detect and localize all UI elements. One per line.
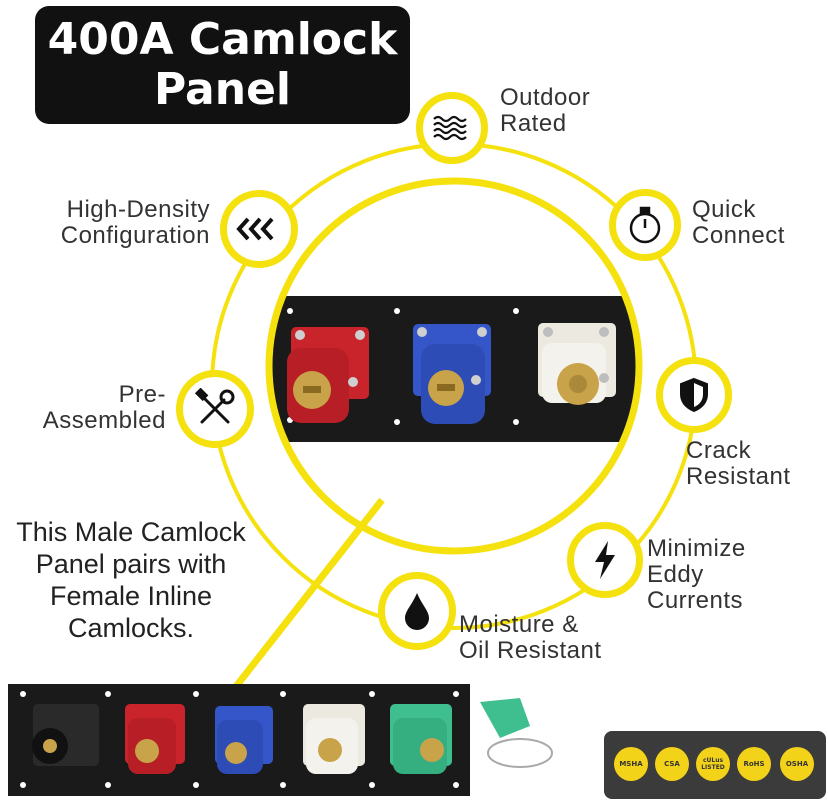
title-line-2: Panel xyxy=(153,64,291,115)
pointer-line xyxy=(213,497,385,715)
label-crack-resistant: Crack Resistant xyxy=(686,437,791,490)
chevrons-left-icon xyxy=(220,190,298,268)
certifications-box: MSHA CSA cULus LISTED RoHS OSHA xyxy=(604,731,826,799)
droplet-icon xyxy=(378,572,456,650)
ul-badge: cULus LISTED xyxy=(696,747,730,781)
osha-badge: OSHA xyxy=(780,747,814,781)
green-cap xyxy=(480,698,553,768)
magnifier-ring xyxy=(265,177,643,555)
blue-connector xyxy=(215,706,273,774)
white-connector xyxy=(303,704,365,774)
red-connector-zoom xyxy=(287,327,369,423)
label-high-density: High-Density Configuration xyxy=(60,196,210,249)
msha-badge: MSHA xyxy=(614,747,648,781)
zoomed-panel xyxy=(269,296,639,442)
blue-connector-zoom xyxy=(413,324,491,424)
full-panel-image xyxy=(8,684,553,796)
label-moisture-oil: Moisture & Oil Resistant xyxy=(459,611,602,664)
shield-icon xyxy=(656,357,732,433)
rohs-badge: RoHS xyxy=(737,747,771,781)
title-box: 400A Camlock Panel xyxy=(35,6,410,124)
black-connector xyxy=(32,704,99,766)
title-line-1: 400A Camlock xyxy=(47,14,398,65)
white-connector-zoom xyxy=(538,323,616,405)
waves-icon xyxy=(416,92,488,164)
lightning-icon xyxy=(567,522,643,598)
label-outdoor-rated: Outdoor Rated xyxy=(500,84,591,137)
label-pre-assembled: Pre- Assembled xyxy=(42,381,166,434)
label-minimize-eddy: Minimize Eddy Currents xyxy=(647,535,746,614)
red-connector xyxy=(125,704,185,774)
tools-icon xyxy=(176,370,254,448)
green-connector xyxy=(390,704,452,774)
csa-badge: CSA xyxy=(655,747,689,781)
label-quick-connect: Quick Connect xyxy=(692,196,785,249)
stopwatch-icon xyxy=(609,189,681,261)
pairing-description: This Male Camlock Panel pairs with Femal… xyxy=(16,517,246,643)
